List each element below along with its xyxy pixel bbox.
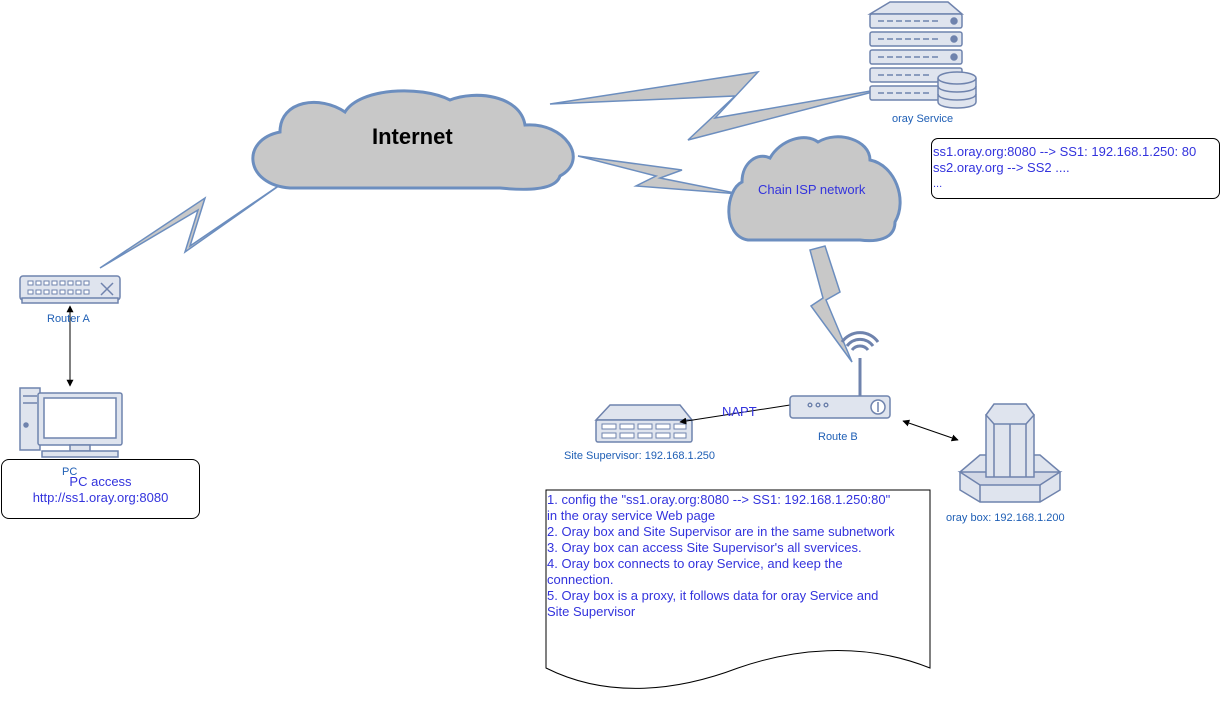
mapping-note-line: ss1.oray.org:8080 --> SS1: 192.168.1.250…: [933, 144, 1197, 159]
pc-note-box: [1, 459, 200, 519]
router-b-icon: [789, 331, 891, 419]
link-internet-to-router-a: [99, 177, 291, 269]
steps-note-line: in the oray service Web page: [547, 508, 716, 523]
steps-note-line: 2. Oray box and Site Supervisor are in t…: [547, 524, 895, 539]
steps-note-line: 3. Oray box can access Site Supervisor's…: [547, 540, 862, 555]
steps-note-line: 1. config the "ss1.oray.org:8080 --> SS1…: [547, 492, 891, 507]
napt-label: NAPT: [722, 404, 757, 419]
pc-note-line: PC access: [69, 474, 132, 489]
mapping-note-line: ...: [933, 178, 943, 190]
steps-note-text: 1. config the "ss1.oray.org:8080 --> SS1…: [547, 492, 929, 620]
router-b-label: Route B: [818, 431, 858, 443]
napt-link-arrow: [679, 404, 791, 425]
link-internet-to-isp: [577, 155, 741, 195]
steps-note-line: 4. Oray box connects to oray Service, an…: [547, 556, 843, 571]
internet-cloud-label: Internet: [372, 124, 453, 149]
oray-box-label: oray box: 192.168.1.200: [946, 512, 1065, 524]
oray-box-icon: [957, 403, 1063, 503]
oray-service-server-icon: [867, 1, 977, 109]
isp-network-cloud: [727, 135, 902, 243]
steps-note-line: 5. Oray box is a proxy, it follows data …: [547, 588, 879, 603]
router-a-icon: [19, 275, 121, 304]
steps-note-line: connection.: [547, 572, 614, 587]
site-supervisor-label: Site Supervisor: 192.168.1.250: [564, 450, 716, 462]
internet-cloud: [251, 89, 575, 191]
mapping-note-box: ss1.oray.org:8080 --> SS1: 192.168.1.250…: [931, 138, 1220, 199]
steps-note-box: [545, 489, 931, 689]
link-isp-to-router-b: [809, 245, 853, 363]
link-internet-to-oray-service: [549, 70, 889, 141]
pc-note-line: http://ss1.oray.org:8080: [32, 490, 169, 505]
site-supervisor-server-icon: [594, 404, 694, 443]
pc-note-text: PC access http://ss1.oray.org:8080: [1, 474, 200, 506]
isp-network-label: Chain ISP network: [758, 182, 866, 197]
router-a-label: Router A: [47, 313, 90, 325]
pc-icon: [19, 387, 123, 458]
steps-note-line: Site Supervisor: [547, 604, 636, 619]
pc-label: PC: [62, 466, 78, 478]
link-router-b-to-oray-box: [902, 419, 959, 442]
oray-service-label: oray Service: [892, 113, 954, 125]
mapping-note-line: ss2.oray.org --> SS2 ....: [933, 160, 1070, 175]
